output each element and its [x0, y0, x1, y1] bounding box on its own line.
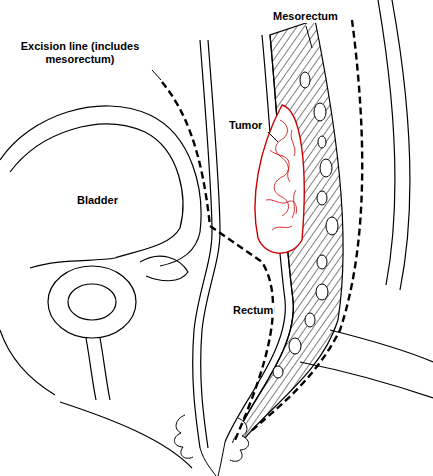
organ-label: Bladder — [76, 194, 119, 207]
anal-canal — [200, 442, 225, 476]
sphincter — [174, 415, 193, 458]
mesorectum-band — [233, 20, 343, 442]
perineum — [60, 402, 192, 468]
lymph-node — [317, 191, 327, 205]
lymph-node — [300, 72, 310, 88]
bladder-lumen — [10, 124, 183, 268]
lymph-node — [317, 255, 327, 269]
bladder-wall — [0, 106, 201, 266]
sacrum-line — [378, 0, 395, 285]
lymph-node — [305, 313, 315, 327]
leader-line — [306, 26, 312, 48]
excision-line — [250, 20, 362, 432]
lymph-node — [273, 366, 283, 378]
pubic-line — [0, 330, 55, 395]
rectum-wall — [193, 40, 212, 448]
lymph-node — [320, 159, 332, 177]
structure-label: Mesorectum — [272, 10, 339, 23]
lymph-node — [289, 338, 301, 354]
lymph-node — [314, 103, 326, 121]
sphincter — [230, 418, 249, 461]
tumor-texture — [266, 120, 297, 230]
rectum-wall — [201, 40, 220, 448]
excision-line — [162, 82, 273, 440]
prostate — [68, 284, 116, 320]
coccyx-line — [330, 330, 433, 362]
urethra — [86, 338, 110, 400]
excision-label: Excision line (includes mesorectum) — [8, 40, 152, 66]
coccyx-line — [300, 362, 433, 398]
lymph-node — [318, 136, 326, 148]
lymph-node — [316, 284, 328, 300]
leader-line — [152, 70, 161, 80]
prostate — [48, 266, 136, 338]
leader-line — [268, 132, 278, 142]
lymph-node — [326, 217, 338, 235]
structure-label: Tumor — [228, 119, 263, 132]
organ-label: Rectum — [232, 304, 274, 317]
seminal-vesicle — [140, 256, 188, 281]
